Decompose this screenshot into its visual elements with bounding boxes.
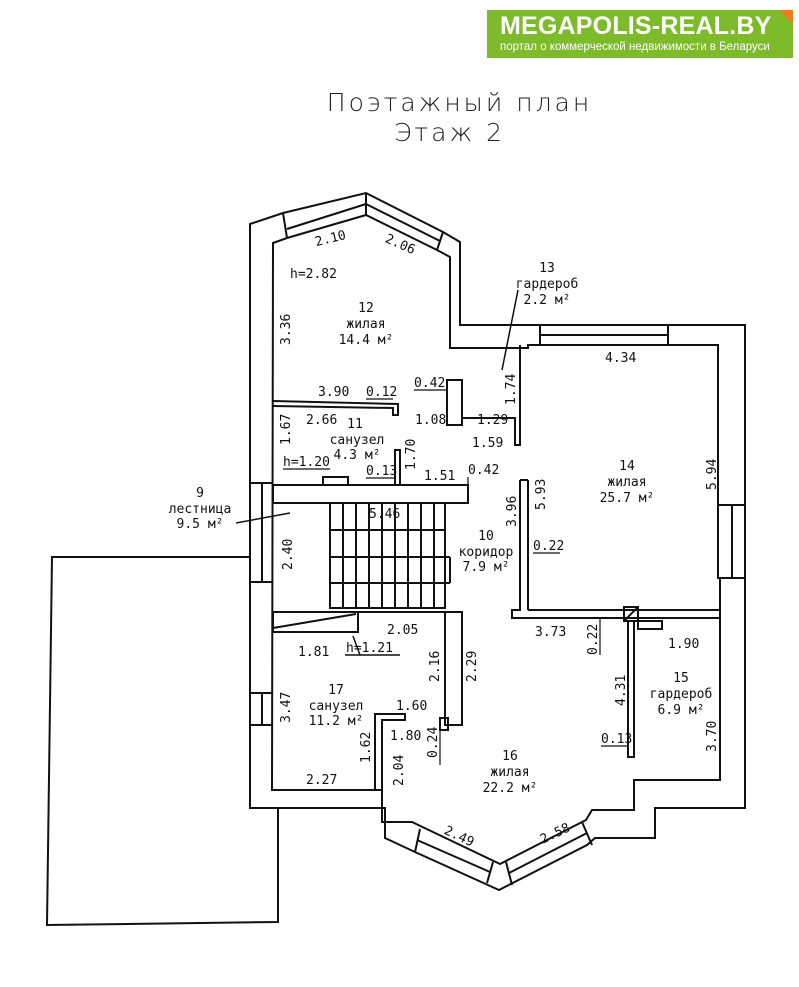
room-16-area: 22.2 м²	[483, 781, 538, 796]
dim-3-70: 3.70	[705, 721, 720, 752]
dim-2-49: 2.49	[442, 823, 477, 850]
room-11-number: 11	[347, 417, 363, 432]
dim-1-67: 1.67	[279, 414, 294, 445]
dim-1-81: 1.81	[298, 645, 329, 660]
height-room-11: h=1.20	[283, 455, 330, 470]
room-15-type: гардероб	[650, 687, 713, 702]
dim-2-40: 2.40	[281, 539, 296, 570]
dim-0-42a: 0.42	[414, 376, 445, 391]
dim-0-22b: 0.22	[586, 624, 601, 655]
room-9-number: 9	[196, 486, 204, 501]
plan-title: Поэтажный план	[326, 88, 593, 117]
dim-3-47: 3.47	[279, 692, 294, 723]
dim-1-29: 1.29	[477, 413, 508, 428]
outer-wall	[249, 191, 746, 892]
dim-2-05: 2.05	[387, 623, 418, 638]
wall-12-11	[272, 400, 399, 416]
dim-5-93: 5.93	[534, 479, 549, 510]
ceiling-height: h=2.82	[290, 267, 337, 282]
room-14-number: 14	[619, 459, 635, 474]
room-10-area: 7.9 м²	[463, 560, 510, 575]
dim-2-27: 2.27	[306, 773, 337, 788]
staircase	[329, 502, 451, 609]
dim-2-04: 2.04	[392, 755, 407, 786]
dim-0-24: 0.24	[426, 727, 441, 758]
dim-3-90: 3.90	[318, 385, 349, 400]
dim-1-80: 1.80	[390, 729, 421, 744]
room-15-number: 15	[673, 671, 689, 686]
dim-3-73: 3.73	[535, 625, 566, 640]
room-15-area: 6.9 м²	[658, 703, 705, 718]
logo-corner-accent	[779, 10, 793, 24]
dim-0-22a: 0.22	[533, 539, 564, 554]
annex-outline	[45, 556, 279, 927]
dim-1-08: 1.08	[415, 413, 446, 428]
wall-13	[446, 379, 463, 426]
dim-5-46: 5.46	[369, 507, 400, 522]
room-10-number: 10	[478, 529, 494, 544]
wall-stairs-top	[272, 484, 469, 504]
room-9-type: лестница	[169, 502, 232, 517]
room-11-area: 4.3 м²	[334, 448, 381, 463]
dim-0-13b: 0.13	[601, 732, 632, 747]
dim-2-16: 2.16	[428, 651, 443, 682]
room-17-number: 17	[328, 683, 344, 698]
wall-17-step	[272, 713, 406, 791]
inner-wall	[270, 213, 721, 866]
room-17-area: 11.2 м²	[309, 714, 364, 729]
room-16-type: жилая	[490, 765, 529, 780]
dim-3-96: 3.96	[505, 496, 520, 527]
room-12-type: жилая	[346, 317, 385, 332]
window-bottom-right	[505, 861, 513, 886]
room-13-type: гардероб	[516, 277, 579, 292]
dim-1-62: 1.62	[359, 732, 374, 763]
dim-5-94: 5.94	[705, 459, 720, 490]
room-17-type: санузел	[309, 699, 364, 714]
room-9-area: 9.5 м²	[177, 517, 224, 532]
window-top-left	[282, 212, 288, 239]
room-14-type: жилая	[607, 475, 646, 490]
room-16-number: 16	[502, 749, 518, 764]
wall-15-partition	[627, 620, 635, 758]
plan-floor: Этаж 2	[393, 118, 506, 147]
dim-1-90: 1.90	[668, 637, 699, 652]
dim-0-42b: 0.42	[468, 463, 499, 478]
logo-brand: MEGAPOLIS-REAL.BY	[500, 12, 772, 40]
dim-1-59: 1.59	[472, 436, 503, 451]
dim-1-60: 1.60	[396, 699, 427, 714]
room-12-area: 14.4 м²	[339, 333, 394, 348]
room-11-type: санузел	[330, 433, 385, 448]
room-13-number: 13	[539, 261, 555, 276]
room-12-number: 12	[358, 301, 374, 316]
dim-0-12: 0.12	[366, 385, 397, 400]
room-13-area: 2.2 м²	[524, 293, 571, 308]
dim-2-06: 2.06	[383, 232, 418, 258]
dim-2-10: 2.10	[314, 228, 348, 250]
wall-14-left	[511, 480, 720, 619]
wall-17-top	[272, 611, 359, 633]
dim-0-13a: 0.13	[366, 464, 397, 479]
room-14-area: 25.7 м²	[600, 491, 655, 506]
dim-1-70: 1.70	[404, 439, 419, 470]
dim-1-51: 1.51	[424, 469, 455, 484]
height-room-17: h=1.21	[346, 641, 393, 656]
dim-1-74: 1.74	[504, 374, 519, 405]
dim-3-36: 3.36	[279, 314, 294, 345]
dim-2-66: 2.66	[306, 413, 337, 428]
dim-4-31: 4.31	[614, 675, 629, 706]
site-logo[interactable]: MEGAPOLIS-REAL.BY портал о коммерческой …	[487, 10, 793, 58]
room-10-type: коридор	[459, 545, 514, 560]
dim-4-34: 4.34	[605, 351, 636, 366]
dim-2-29: 2.29	[465, 651, 480, 682]
logo-tagline: портал о коммерческой недвижимости в Бел…	[500, 41, 770, 53]
